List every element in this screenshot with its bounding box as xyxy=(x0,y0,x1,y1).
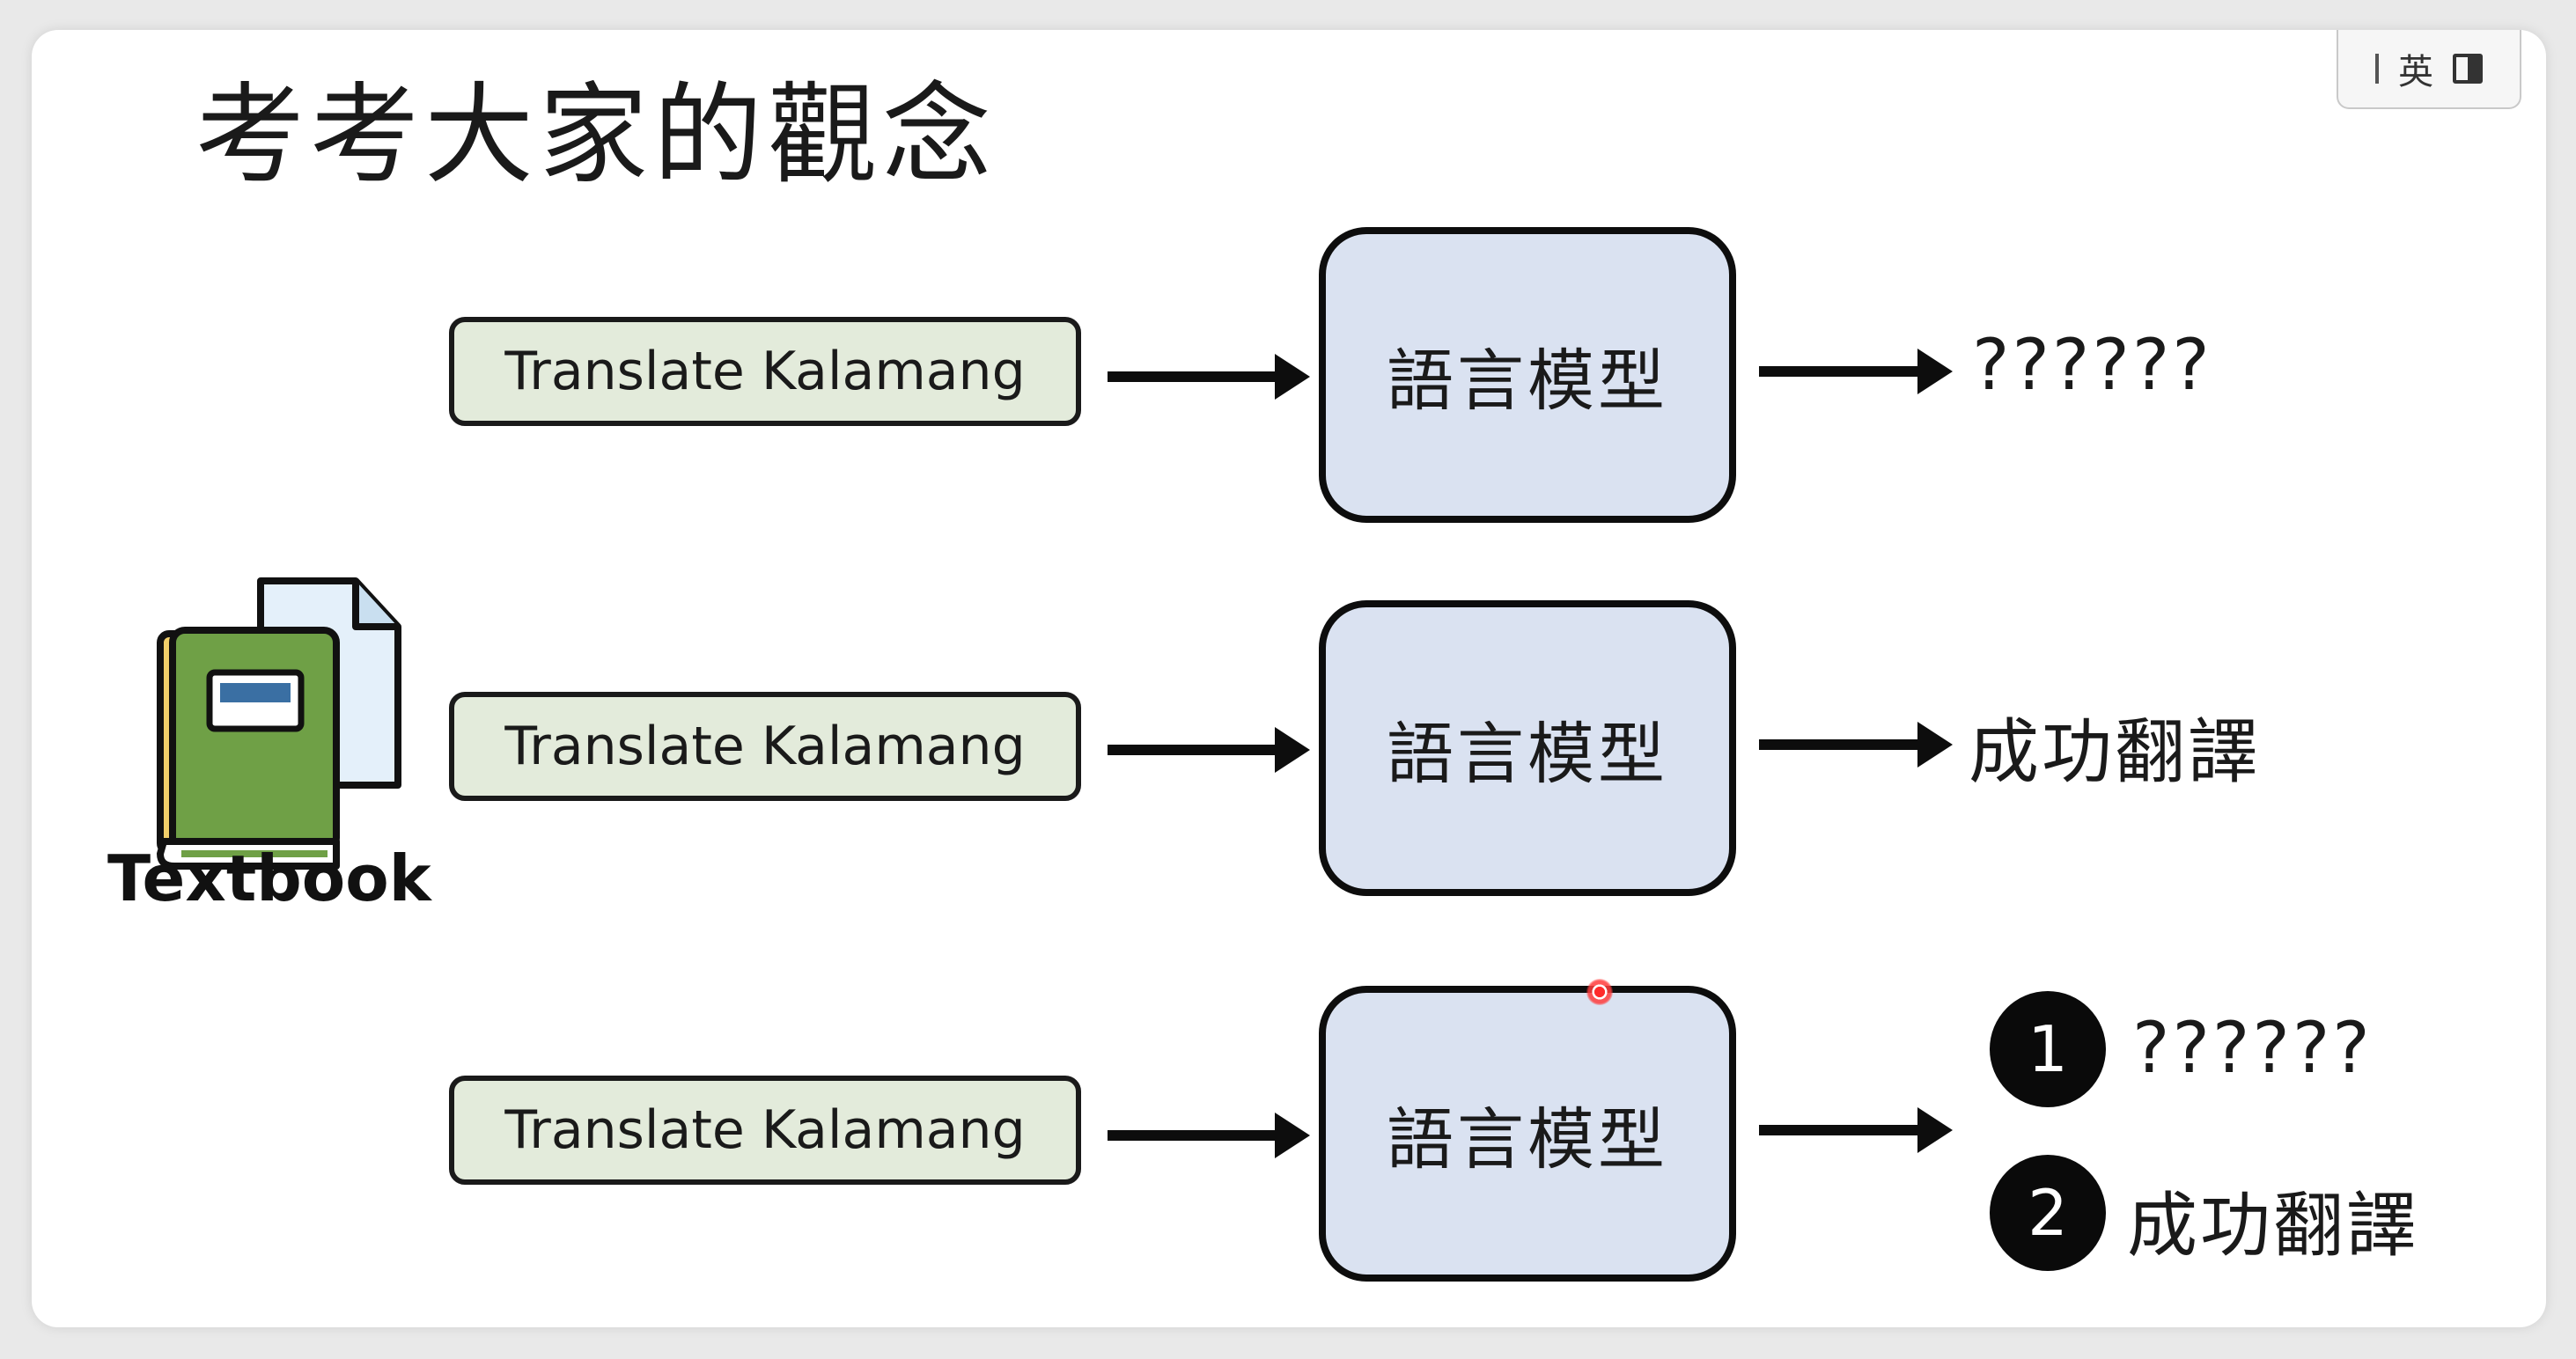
slide-title: 考考大家的觀念 xyxy=(195,72,997,199)
panel-toggle-icon[interactable] xyxy=(2453,54,2483,84)
slide: 英 考考大家的觀念 Textbook Translate Kalamang 語言… xyxy=(32,30,2546,1327)
ime-language-label: 英 xyxy=(2398,52,2433,92)
arrow-input-to-model-2 xyxy=(1108,727,1310,773)
language-model-box-2: 語言模型 xyxy=(1319,600,1736,896)
option-text-2: 成功翻譯 xyxy=(2127,1185,2419,1267)
output-2: 成功翻譯 xyxy=(1969,711,2261,793)
language-model-box-1: 語言模型 xyxy=(1319,227,1736,523)
option-number-2: 2 xyxy=(1990,1155,2106,1271)
textbook-icon xyxy=(129,558,410,928)
prompt-box-3: Translate Kalamang xyxy=(449,1076,1081,1185)
option-text-1: ?????? xyxy=(2132,1007,2373,1089)
prompt-box-1: Translate Kalamang xyxy=(449,317,1081,426)
language-model-box-3: 語言模型 xyxy=(1319,986,1736,1282)
arrow-model-to-output-2 xyxy=(1759,722,1953,768)
output-1: ?????? xyxy=(1972,324,2212,406)
text-cursor-icon xyxy=(2375,54,2379,84)
option-number-1: 1 xyxy=(1990,991,2106,1107)
laser-pointer-dot xyxy=(1586,979,1613,1005)
ime-indicator[interactable]: 英 xyxy=(2337,30,2521,109)
arrow-model-to-options xyxy=(1759,1107,1953,1153)
arrow-input-to-model-3 xyxy=(1108,1113,1310,1158)
arrow-model-to-output-1 xyxy=(1759,349,1953,394)
prompt-box-2: Translate Kalamang xyxy=(449,692,1081,801)
textbook-label: Textbook xyxy=(107,841,431,915)
arrow-input-to-model-1 xyxy=(1108,354,1310,400)
